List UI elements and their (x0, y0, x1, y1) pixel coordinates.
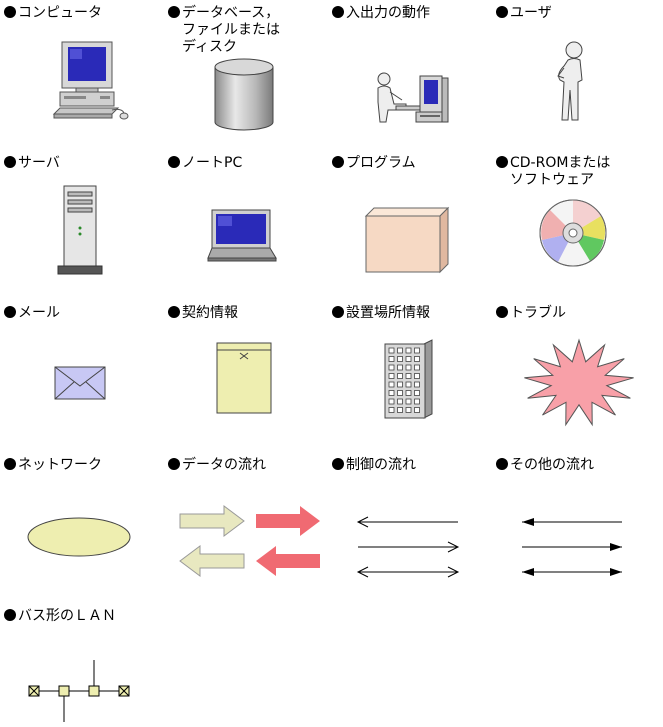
label-line: 契約情報 (182, 305, 238, 321)
label-line: コンピュータ (18, 5, 102, 21)
mail-icon (54, 366, 106, 400)
person-at-computer-icon (377, 72, 449, 123)
label-line: サーバ (18, 155, 60, 171)
bullet-icon (496, 458, 508, 470)
label-laptop: ノートPC (168, 155, 242, 172)
other-flow-arrows-icon (522, 518, 622, 576)
label-line: CD-ROMまたは (510, 155, 611, 171)
user-icon (557, 41, 583, 121)
label-line: ソフトウェア (510, 172, 594, 188)
bullet-icon (168, 6, 180, 18)
label-line: ディスク (182, 39, 238, 55)
label-controlflow: 制御の流れ (332, 457, 416, 474)
bullet-icon (4, 609, 16, 621)
label-line: メール (18, 305, 60, 321)
label-line: データの流れ (182, 457, 266, 473)
label-line: ユーザ (510, 5, 552, 21)
bullet-icon (4, 6, 16, 18)
label-line: ネットワーク (18, 457, 102, 473)
bullet-icon (168, 306, 180, 318)
bullet-icon (496, 6, 508, 18)
control-flow-arrows-icon (356, 516, 460, 578)
label-line: データベース， (182, 5, 280, 21)
label-database: データベース，ファイルまたはディスク (168, 5, 280, 56)
label-line: ファイルまたは (182, 22, 280, 38)
bullet-icon (4, 458, 16, 470)
label-line: プログラム (346, 155, 416, 171)
bullet-icon (4, 306, 16, 318)
label-io: 入出力の動作 (332, 5, 430, 22)
label-buslan: バス形のＬＡＮ (4, 608, 116, 625)
building-icon (384, 339, 433, 419)
database-icon (214, 58, 274, 131)
label-server: サーバ (4, 155, 60, 172)
label-dataflow: データの流れ (168, 457, 266, 474)
laptop-icon (207, 209, 277, 262)
label-line: 入出力の動作 (346, 5, 430, 21)
bullet-icon (332, 6, 344, 18)
computer-icon (52, 41, 129, 120)
bullet-icon (496, 156, 508, 168)
contract-envelope-icon (216, 342, 272, 414)
label-network: ネットワーク (4, 457, 102, 474)
label-contract: 契約情報 (168, 305, 238, 322)
bullet-icon (168, 458, 180, 470)
label-mail: メール (4, 305, 60, 322)
label-line: 設置場所情報 (346, 305, 430, 321)
label-program: プログラム (332, 155, 416, 172)
network-ellipse-icon (27, 517, 131, 557)
bullet-icon (4, 156, 16, 168)
label-cdrom: CD-ROMまたはソフトウェア (496, 155, 610, 189)
label-otherflow: その他の流れ (496, 457, 594, 474)
label-computer: コンピュータ (4, 5, 102, 22)
program-box-icon (364, 206, 450, 274)
bus-lan-icon (28, 660, 130, 722)
data-flow-arrows-icon (179, 505, 320, 577)
bullet-icon (168, 156, 180, 168)
bullet-icon (332, 156, 344, 168)
cd-rom-icon (539, 199, 607, 267)
trouble-starburst-icon (524, 338, 634, 427)
label-line: その他の流れ (510, 457, 594, 473)
label-line: バス形のＬＡＮ (18, 608, 116, 624)
bullet-icon (332, 458, 344, 470)
label-line: トラブル (510, 305, 566, 321)
label-line: 制御の流れ (346, 457, 416, 473)
bullet-icon (496, 306, 508, 318)
server-icon (57, 185, 103, 275)
label-line: ノートPC (182, 155, 243, 171)
label-user: ユーザ (496, 5, 552, 22)
bullet-icon (332, 306, 344, 318)
label-trouble: トラブル (496, 305, 566, 322)
label-location: 設置場所情報 (332, 305, 430, 322)
